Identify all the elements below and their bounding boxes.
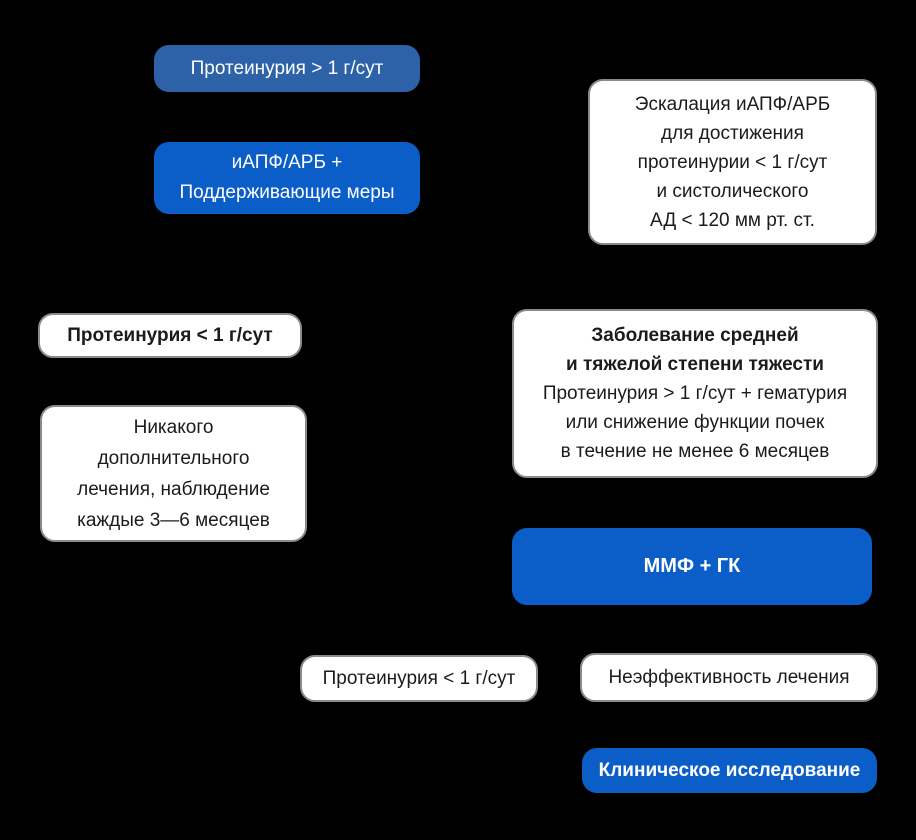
node-text: Протеинурия > 1 г/сут xyxy=(190,57,384,79)
node-text: АД < 120 мм рт. ст. xyxy=(650,209,815,231)
node-acei-arb-supportive: иАПФ/АРБ + Поддерживающие меры xyxy=(154,142,420,214)
node-text: Никакого xyxy=(133,416,214,438)
node-text: иАПФ/АРБ + xyxy=(231,152,343,173)
node-proteinuria-lt-1g-followup: Протеинурия < 1 г/сут xyxy=(300,655,538,702)
node-clinical-trial: Клиническое исследование xyxy=(582,748,877,793)
node-text: ММФ + ГК xyxy=(643,555,741,577)
node-text: Неэффективность лечения xyxy=(608,666,850,688)
node-text: Эскалация иАПФ/АРБ xyxy=(634,93,831,115)
node-text: и тяжелой степени тяжести xyxy=(566,354,824,375)
node-moderate-severe-disease: Заболевание средней и тяжелой степени тя… xyxy=(512,309,878,478)
node-text: Протеинурия > 1 г/сут + гематурия xyxy=(542,383,848,404)
node-text: Клиническое исследование xyxy=(598,759,861,781)
node-text: Протеинурия < 1 г/сут xyxy=(67,324,273,346)
node-text: и систолического xyxy=(656,180,809,202)
node-text: Протеинурия < 1 г/сут xyxy=(322,667,516,689)
node-text: дополнительного xyxy=(97,447,250,469)
node-escalation-acei-arb: Эскалация иАПФ/АРБ для достижения протеи… xyxy=(588,79,877,245)
node-text: протеинурии < 1 г/сут xyxy=(637,151,828,173)
node-text: или снижение функции почек xyxy=(565,412,825,433)
node-proteinuria-lt-1g: Протеинурия < 1 г/сут xyxy=(38,313,302,358)
node-text: каждые 3—6 месяцев xyxy=(77,509,270,531)
node-text: лечения, наблюдение xyxy=(77,478,270,500)
node-treatment-ineffective: Неэффективность лечения xyxy=(580,653,878,702)
node-text: Поддерживающие меры xyxy=(179,182,395,203)
node-text: в течение не менее 6 месяцев xyxy=(560,441,830,462)
node-no-additional-treatment: Никакого дополнительного лечения, наблюд… xyxy=(40,405,307,542)
node-mmf-gk: ММФ + ГК xyxy=(512,528,872,605)
node-text: для достижения xyxy=(661,122,804,144)
node-text: Заболевание средней xyxy=(591,325,799,346)
node-proteinuria-gt-1g: Протеинурия > 1 г/сут xyxy=(154,45,420,92)
